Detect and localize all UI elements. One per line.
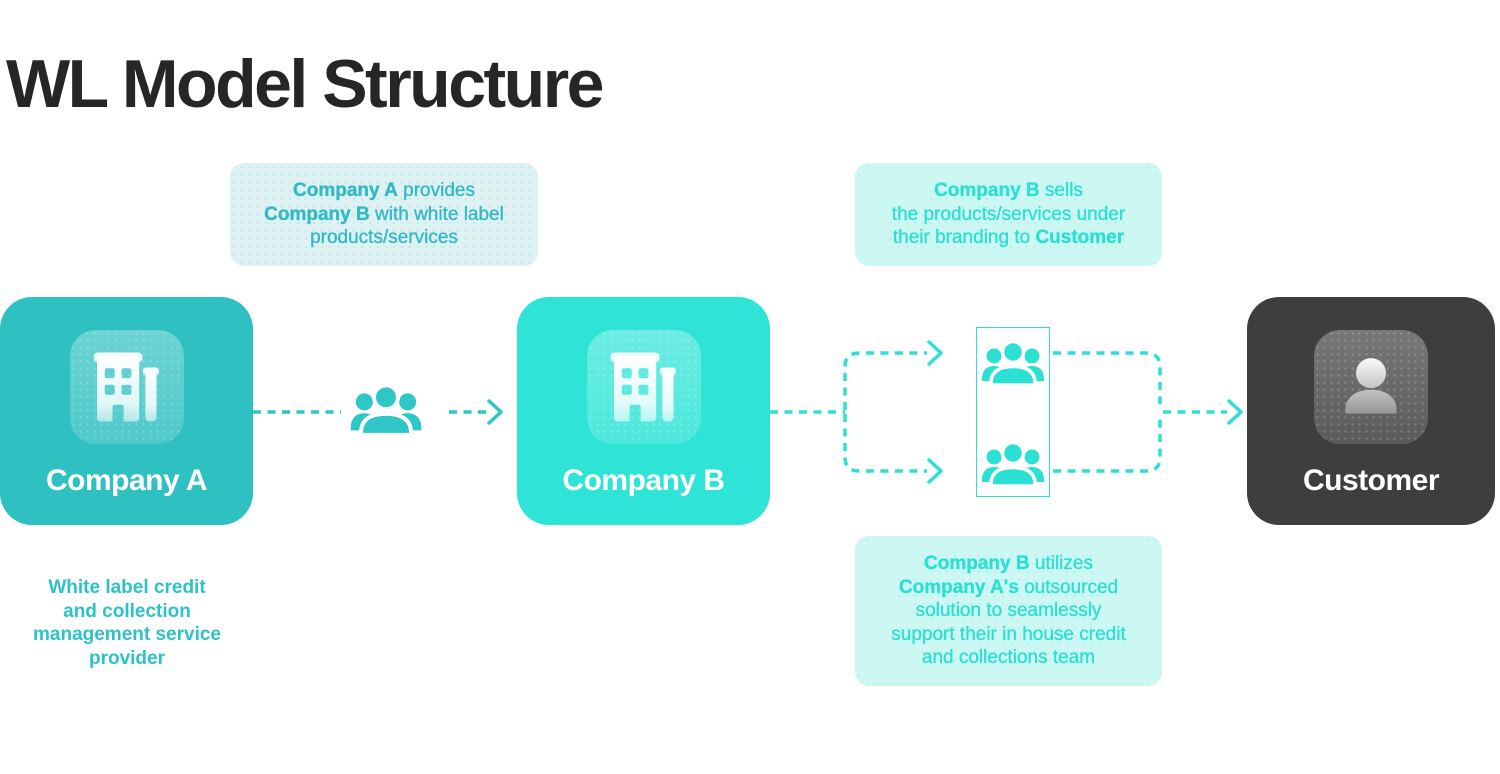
company-b-card: Company B	[517, 297, 770, 525]
arrowhead-into-team-top	[927, 340, 943, 366]
company-a-card: Company A	[0, 297, 253, 525]
people-group-icon	[348, 378, 424, 444]
building-icon	[586, 330, 701, 444]
company-b-label: Company B	[562, 464, 725, 497]
dashed-merge-bottom	[1053, 414, 1162, 473]
company-a-label: Company A	[45, 464, 208, 497]
arrowhead-into-b	[487, 399, 503, 425]
building-icon	[69, 330, 184, 444]
page-title: WL Model Structure	[6, 46, 605, 122]
people-group-icon	[981, 436, 1045, 494]
person-icon	[1314, 330, 1428, 444]
dashed-branch-down	[843, 414, 927, 473]
team-box	[976, 327, 1050, 497]
people-group-icon	[981, 335, 1045, 393]
dashed-merge-top	[1053, 351, 1162, 410]
customer-card: Customer	[1247, 297, 1495, 525]
arrowhead-into-customer	[1227, 399, 1243, 425]
dashed-branch-up	[843, 351, 927, 410]
customer-label: Customer	[1302, 464, 1440, 497]
arrowhead-into-team-bottom	[927, 458, 943, 484]
